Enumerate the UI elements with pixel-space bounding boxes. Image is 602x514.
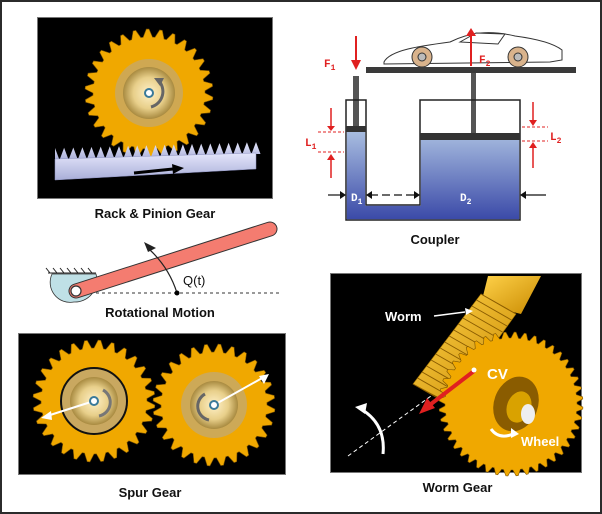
- rotational-caption: Rotational Motion: [105, 305, 215, 320]
- rotation-arrow-icon: [360, 407, 385, 455]
- large-piston: [420, 133, 520, 140]
- coupler-illustration: F1 F2 L1 L2 D1 D2: [305, 28, 576, 221]
- right-rotation-arrow-icon: [196, 392, 210, 422]
- wheel-rotation-arrow-icon: [489, 428, 514, 438]
- wheel-label: Wheel: [521, 434, 559, 449]
- car-icon: [383, 32, 563, 68]
- spur-gear-panel: [18, 333, 286, 475]
- worm-gear-caption: Worm Gear: [422, 480, 493, 495]
- rotation-arrow-icon: [149, 249, 178, 294]
- cv-label: CV: [487, 366, 508, 383]
- angle-label: Q(t): [183, 273, 205, 288]
- label-d1: D1: [351, 193, 363, 207]
- spur-gear-illustration: [32, 339, 276, 467]
- right-radius-arrow-icon: [213, 376, 265, 406]
- rack-pinion-caption: Rack & Pinion Gear: [94, 206, 216, 221]
- worm-pointer-arrow-icon: [433, 311, 466, 317]
- rack: [54, 142, 261, 181]
- rotating-arm: [69, 222, 277, 298]
- label-f2: F2: [479, 55, 491, 69]
- worm-label: Worm: [385, 309, 422, 324]
- rotational-motion-illustration: Q(t): [45, 221, 280, 303]
- worm-gear-panel: Worm CV Wheel: [330, 273, 584, 477]
- wheel-axle: [521, 404, 535, 424]
- axis-line: [347, 395, 432, 457]
- coupler-caption: Coupler: [410, 232, 460, 247]
- lift-platform: [366, 67, 576, 73]
- label-f1: F1: [324, 59, 336, 73]
- label-l1: L1: [305, 138, 317, 152]
- rack-pinion-panel: [37, 17, 273, 199]
- rack-pinion-illustration: [54, 28, 261, 181]
- pinion-axle: [144, 88, 154, 98]
- worm-gear-illustration: Worm CV Wheel: [347, 276, 584, 477]
- cv-vector-arrow-icon: [429, 369, 476, 406]
- pivot-pin: [70, 285, 82, 297]
- label-d2: D2: [460, 193, 472, 207]
- left-radius-arrow-icon: [46, 400, 95, 417]
- rack-direction-arrow-icon: [133, 167, 174, 175]
- small-piston: [346, 126, 366, 132]
- cylinder-walls: [345, 99, 521, 221]
- spur-gear-caption: Spur Gear: [118, 485, 182, 500]
- hydraulic-fluid: [346, 132, 520, 220]
- left-rotation-arrow-icon: [98, 388, 112, 418]
- label-l2: L2: [550, 132, 562, 146]
